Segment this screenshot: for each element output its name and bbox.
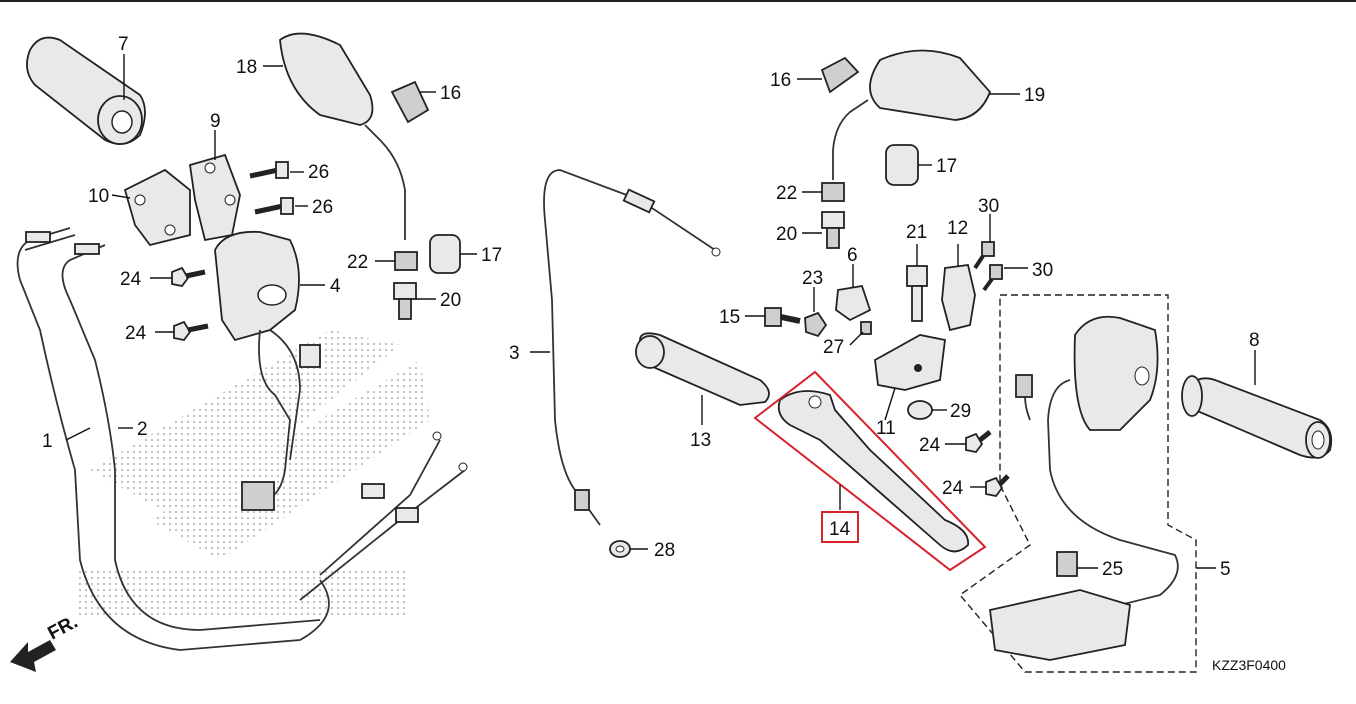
right-grip-13[interactable] <box>635 332 770 406</box>
label-14: 14 <box>829 519 851 540</box>
bar-end-weight-16-right[interactable] <box>820 56 860 94</box>
label-16-left: 16 <box>440 83 461 104</box>
stop-switch-6[interactable] <box>835 284 872 322</box>
label-19: 19 <box>1024 85 1045 106</box>
cover-17-right[interactable] <box>885 144 919 186</box>
nut-22-left[interactable] <box>394 251 418 271</box>
label-24-c: 24 <box>919 435 941 456</box>
highlight-outline-14 <box>753 370 987 572</box>
label-17-right: 17 <box>936 156 957 177</box>
label-8: 8 <box>1249 330 1260 351</box>
highlight-label-box-14 <box>821 511 859 543</box>
label-22-left: 22 <box>347 252 368 273</box>
label-9: 9 <box>210 111 221 132</box>
left-mirror-18[interactable] <box>279 32 406 240</box>
label-24-a: 24 <box>120 269 142 290</box>
screw-15[interactable] <box>764 307 801 327</box>
left-grip-7[interactable] <box>26 36 146 145</box>
cable-3[interactable] <box>543 169 721 526</box>
bolt-24-a[interactable] <box>171 266 206 287</box>
diagram-code: KZZ3F0400 <box>1212 657 1286 673</box>
label-11: 11 <box>876 418 896 439</box>
bolt-21[interactable] <box>906 265 928 322</box>
bolt-24-b[interactable] <box>173 320 209 341</box>
holder-11[interactable] <box>874 334 946 391</box>
adapter-20-left[interactable] <box>393 282 417 320</box>
label-5: 5 <box>1220 559 1231 580</box>
cover-17-left[interactable] <box>429 234 461 274</box>
right-switch-assembly-5[interactable] <box>989 315 1179 661</box>
label-29: 29 <box>950 401 971 422</box>
bracket-12[interactable] <box>941 264 976 332</box>
screw-30-b[interactable] <box>982 264 1003 292</box>
label-24-b: 24 <box>125 323 147 344</box>
label-2: 2 <box>137 419 148 440</box>
label-1: 1 <box>42 431 53 452</box>
label-4: 4 <box>330 276 341 297</box>
honda-watermark <box>75 330 430 615</box>
nut-23[interactable] <box>804 311 828 338</box>
bolt-26-a[interactable] <box>249 161 289 179</box>
label-12: 12 <box>947 218 968 239</box>
label-23: 23 <box>802 268 823 289</box>
bolt-24-c[interactable] <box>965 430 992 453</box>
bar-end-weight-16-left[interactable] <box>390 80 430 124</box>
washer-28[interactable] <box>609 540 631 558</box>
screw-27[interactable] <box>860 321 872 335</box>
brake-lever-14[interactable] <box>777 390 969 553</box>
label-22-right: 22 <box>776 183 797 204</box>
screw-30-a[interactable] <box>973 241 995 270</box>
label-28: 28 <box>654 540 675 561</box>
bolt-24-d[interactable] <box>985 474 1010 497</box>
label-30-b: 30 <box>1032 260 1053 281</box>
right-mirror-19[interactable] <box>832 49 992 180</box>
front-direction-arrow <box>10 640 56 672</box>
label-17-left: 17 <box>481 245 502 266</box>
label-10: 10 <box>88 186 109 207</box>
label-16-right: 16 <box>770 70 791 91</box>
label-18: 18 <box>236 57 257 78</box>
label-13: 13 <box>690 430 711 451</box>
switch-housing-10[interactable] <box>123 168 191 247</box>
label-26-a: 26 <box>308 162 329 183</box>
nut-22-right[interactable] <box>821 182 845 202</box>
label-7: 7 <box>118 34 129 55</box>
adapter-20-right[interactable] <box>821 211 845 249</box>
right-grip-8[interactable] <box>1181 375 1333 459</box>
label-25: 25 <box>1102 559 1123 580</box>
label-26-b: 26 <box>312 197 333 218</box>
left-switch-assembly-4[interactable] <box>214 230 321 511</box>
bolt-26-b[interactable] <box>254 197 294 215</box>
switch-housing-9[interactable] <box>188 153 241 242</box>
label-21: 21 <box>906 222 927 243</box>
label-20-right: 20 <box>776 224 797 245</box>
label-24-d: 24 <box>942 478 964 499</box>
throttle-cables-1-2[interactable] <box>16 227 468 651</box>
leader-lines <box>65 54 1256 569</box>
label-6: 6 <box>847 245 858 266</box>
label-15: 15 <box>719 307 740 328</box>
direction-label: FR. <box>44 612 81 645</box>
label-3: 3 <box>509 343 520 364</box>
label-30-a: 30 <box>978 196 999 217</box>
part-labels: 7 9 10 26 26 4 24 24 1 2 18 16 17 22 20 … <box>42 34 1286 673</box>
nut-29[interactable] <box>907 400 933 420</box>
label-27: 27 <box>823 337 844 358</box>
label-20-left: 20 <box>440 290 461 311</box>
